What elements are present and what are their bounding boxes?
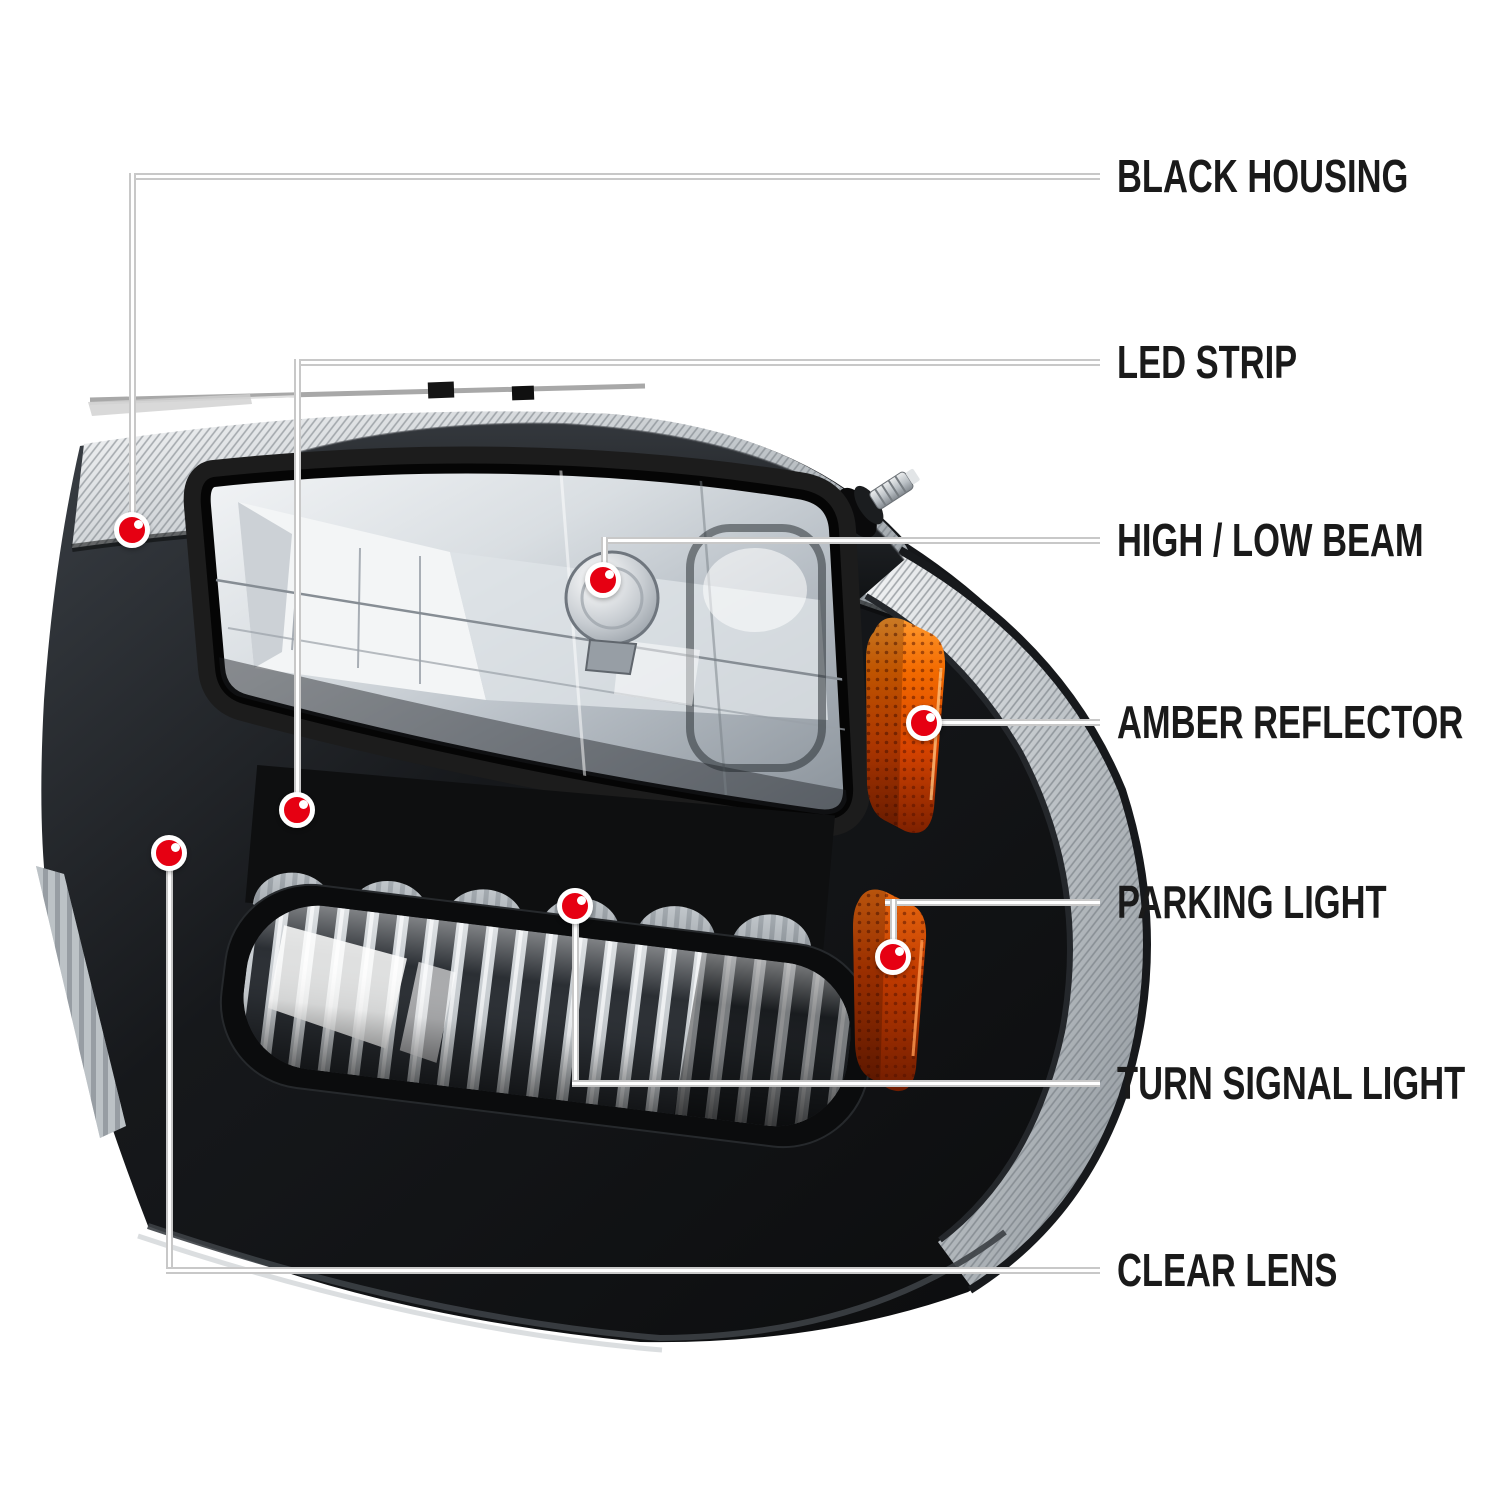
leader-clear-lens-v xyxy=(166,849,173,1274)
leader-high-low-beam-v xyxy=(601,537,608,580)
left-lens-edge xyxy=(36,866,126,1138)
label-high-low-beam: HIGH / LOW BEAM xyxy=(1117,514,1424,566)
leader-led-strip-h xyxy=(294,359,1100,366)
marker-amber-reflector xyxy=(906,705,942,741)
leader-turn-signal-light-h xyxy=(572,1080,1100,1087)
bottom-rim xyxy=(137,1223,1007,1353)
marker-parking-light xyxy=(875,939,911,975)
mounting-rod xyxy=(88,381,646,416)
marker-turn-signal-light xyxy=(557,888,593,924)
amber-reflector-upper xyxy=(866,617,946,833)
leader-led-strip-v xyxy=(294,359,301,810)
label-led-strip: LED STRIP xyxy=(1117,336,1298,388)
leader-black-housing-h xyxy=(129,173,1100,180)
marker-high-low-beam xyxy=(585,562,621,598)
leader-turn-signal-light-v xyxy=(572,902,579,1086)
led-strip xyxy=(245,764,835,961)
leader-high-low-beam-h xyxy=(601,537,1100,544)
label-parking-light: PARKING LIGHT xyxy=(1117,876,1387,928)
label-turn-signal-light: TURN SIGNAL LIGHT xyxy=(1117,1057,1466,1109)
marker-black-housing xyxy=(114,512,150,548)
marker-clear-lens xyxy=(151,835,187,871)
marker-led-strip xyxy=(279,792,315,828)
leader-parking-light-h xyxy=(885,899,1100,906)
leader-black-housing-v xyxy=(129,173,136,530)
right-clear-lens-trim xyxy=(862,546,1151,1294)
label-amber-reflector: AMBER REFLECTOR xyxy=(1117,696,1464,748)
parking-turn-signal-window xyxy=(219,883,875,1149)
label-clear-lens: CLEAR LENS xyxy=(1117,1244,1338,1296)
high-low-beam-chamber xyxy=(183,446,871,837)
leader-parking-light-v xyxy=(890,899,897,957)
amber-reflector-lower xyxy=(853,889,927,1092)
leader-clear-lens-h xyxy=(166,1267,1100,1274)
label-black-housing: BLACK HOUSING xyxy=(1117,150,1409,202)
leader-amber-reflector-h xyxy=(918,719,1100,726)
